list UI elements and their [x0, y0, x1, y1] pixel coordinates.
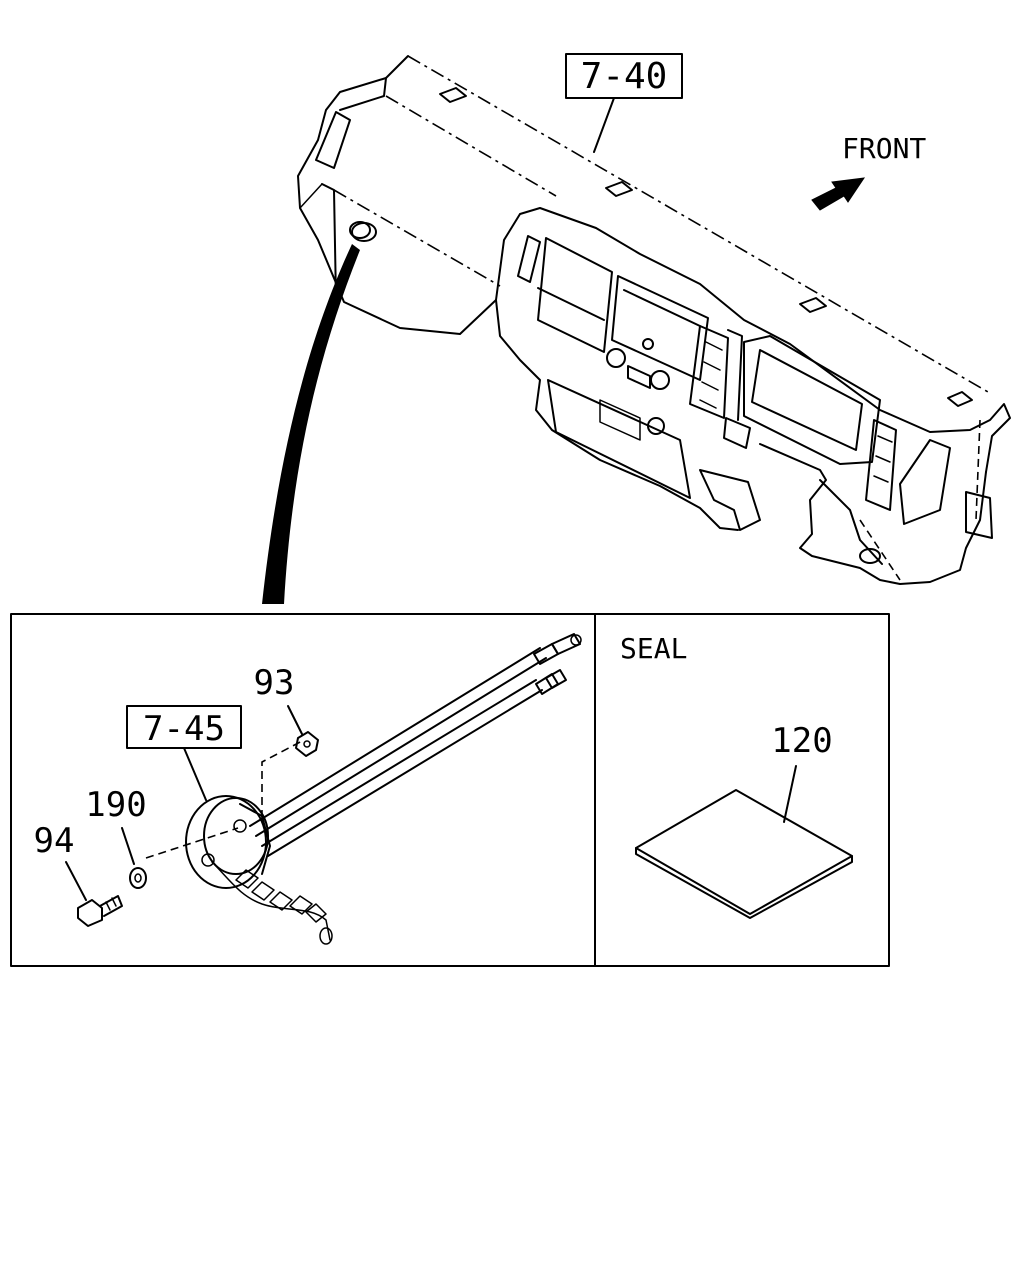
seal-panel: SEAL: [620, 632, 687, 665]
front-label: FRONT: [842, 132, 926, 165]
bolt-part: [77, 895, 123, 927]
cable-assembly-illustration: [145, 633, 582, 945]
detail-frame: [10, 613, 890, 967]
bolt-leader: [65, 861, 87, 901]
washer-leader: [121, 827, 135, 865]
seal-part: [635, 789, 853, 919]
bolt-callout[interactable]: 94: [34, 821, 123, 927]
washer-part: [129, 867, 147, 889]
seal-panel-title: SEAL: [620, 632, 687, 665]
front-arrow-icon: [811, 177, 866, 211]
dashboard-ref-leader: [593, 97, 615, 153]
washer-number: 190: [85, 785, 146, 825]
nut-part: [295, 731, 319, 757]
dashboard-ref-box: [565, 53, 683, 99]
assembly-ref-label: 7-45: [143, 709, 225, 749]
dashboard-ref-callout[interactable]: 7-40: [565, 53, 683, 153]
nut-number: 93: [254, 663, 295, 703]
nut-leader: [287, 705, 303, 735]
detail-pointer: [262, 244, 360, 604]
seal-number: 120: [771, 721, 832, 761]
seal-callout[interactable]: 120: [635, 721, 853, 919]
bolt-number: 94: [34, 821, 75, 861]
detail-border: [10, 613, 890, 967]
nut-callout[interactable]: 93: [254, 663, 319, 757]
assembly-ref-callout[interactable]: 7-45: [126, 705, 242, 801]
dashboard-ref-label: 7-40: [581, 56, 668, 97]
dashboard-illustration: [297, 55, 1011, 585]
seal-leader: [783, 765, 797, 823]
washer-callout[interactable]: 190: [85, 785, 147, 889]
front-indicator: FRONT: [811, 132, 926, 211]
assembly-ref-leader: [183, 747, 207, 801]
